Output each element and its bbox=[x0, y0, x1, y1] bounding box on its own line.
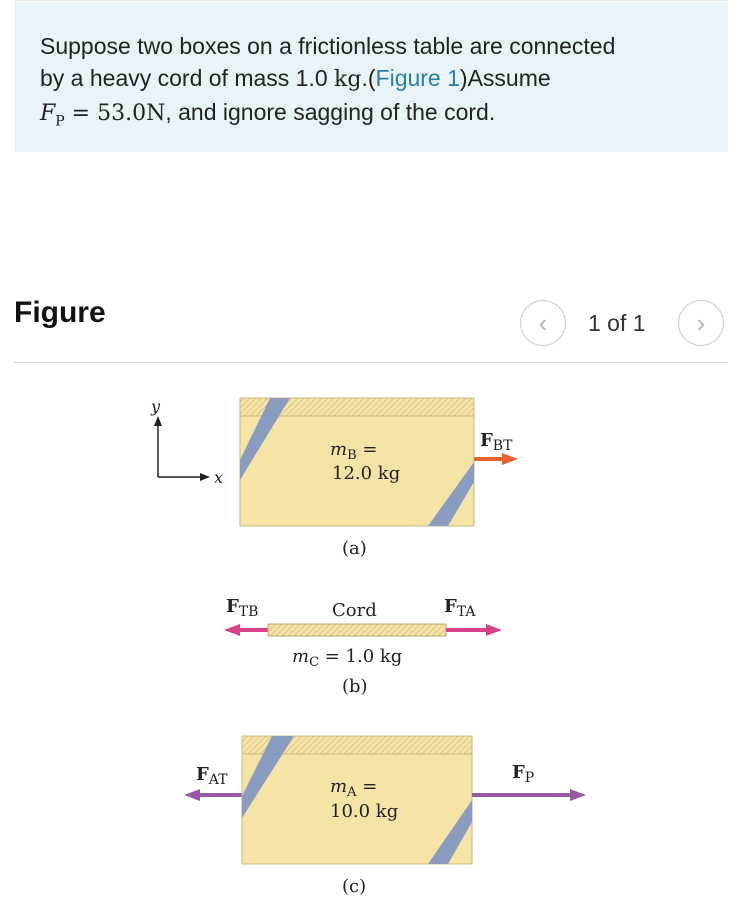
force-ta-arrow bbox=[446, 624, 502, 636]
chevron-right-icon: › bbox=[696, 307, 706, 338]
problem-line-2: by a heavy cord of mass 1.0 kg.(Figure 1… bbox=[40, 62, 702, 96]
problem-text: )Assume bbox=[459, 65, 551, 91]
unit-kg: kg bbox=[334, 67, 362, 92]
mass-b-value: 12.0 kg bbox=[332, 463, 400, 484]
figure-title: Figure bbox=[14, 296, 106, 329]
problem-line-3: FP = 53.0N, and ignore sagging of the co… bbox=[40, 96, 702, 137]
force-p-arrow bbox=[472, 789, 586, 801]
caption-b: (b) bbox=[342, 676, 368, 697]
problem-text: by a heavy cord of mass 1.0 bbox=[40, 65, 335, 91]
figure-link[interactable]: Figure 1 bbox=[375, 65, 460, 91]
mass-c-label: mC = 1.0 kg bbox=[292, 646, 402, 670]
top-divider bbox=[14, 0, 728, 1]
box-b: mB = 12.0 kg bbox=[239, 397, 475, 527]
mass-a-label: mA = bbox=[330, 776, 377, 800]
axis-x-label: x bbox=[214, 468, 223, 487]
force-ta-label: FTA bbox=[444, 596, 476, 620]
fp-symbol: FP bbox=[40, 101, 65, 130]
problem-statement: Suppose two boxes on a frictionless tabl… bbox=[14, 2, 728, 152]
mass-b-label: mB = bbox=[330, 439, 377, 463]
force-bt-label: FBT bbox=[480, 430, 513, 454]
figure-pager-count: 1 of 1 bbox=[588, 310, 646, 336]
previous-figure-button[interactable]: ‹ bbox=[520, 300, 566, 346]
mass-a-value: 10.0 kg bbox=[330, 801, 398, 822]
force-at-label: FAT bbox=[196, 764, 228, 788]
problem-text: Suppose two boxes on a frictionless tabl… bbox=[40, 33, 616, 59]
cord-label: Cord bbox=[332, 600, 377, 621]
caption-c: (c) bbox=[342, 876, 366, 897]
force-bt-arrow bbox=[474, 453, 518, 465]
box-a: mA = 10.0 kg bbox=[241, 735, 473, 865]
problem-text: .( bbox=[361, 65, 376, 91]
fp-value: 53.0N bbox=[97, 101, 166, 126]
force-p-label: FP bbox=[512, 762, 534, 786]
force-at-arrow bbox=[184, 789, 242, 801]
axis-y-label: y bbox=[150, 397, 161, 416]
chevron-left-icon: ‹ bbox=[538, 307, 548, 338]
force-tb-label: FTB bbox=[226, 596, 258, 620]
force-tb-arrow bbox=[224, 624, 270, 636]
caption-a: (a) bbox=[342, 538, 367, 559]
cord-shape bbox=[267, 623, 447, 637]
equals-sign: = bbox=[64, 101, 98, 126]
problem-text: , and ignore sagging of the cord. bbox=[165, 99, 496, 125]
axes-icon: y x bbox=[150, 397, 223, 487]
next-figure-button[interactable]: › bbox=[678, 300, 724, 346]
figure-header: Figure ‹ 1 of 1 › bbox=[14, 290, 728, 363]
problem-line-1: Suppose two boxes on a frictionless tabl… bbox=[40, 30, 702, 62]
